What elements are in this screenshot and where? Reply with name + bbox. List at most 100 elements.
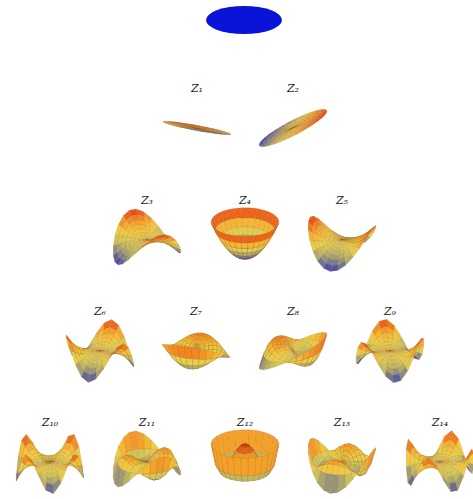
surface-patch bbox=[192, 348, 200, 360]
surface-patch bbox=[335, 251, 340, 255]
surface-patch bbox=[104, 349, 109, 350]
surface-patch bbox=[193, 125, 200, 127]
surface-patch bbox=[289, 134, 297, 139]
zernike-surface bbox=[259, 109, 327, 146]
surface-patch bbox=[341, 240, 343, 242]
surface-patch bbox=[108, 351, 112, 352]
surface-patch bbox=[346, 238, 351, 239]
surface-patch bbox=[92, 350, 96, 351]
surface-patch bbox=[199, 349, 207, 359]
surface-patch bbox=[338, 240, 342, 241]
surface-patch bbox=[285, 123, 291, 126]
surface-patch bbox=[199, 359, 206, 365]
surface-patch bbox=[139, 238, 143, 240]
surface-patch bbox=[185, 123, 193, 125]
surface-patch bbox=[116, 344, 124, 351]
surface-patch bbox=[143, 240, 147, 241]
surface-patch bbox=[108, 352, 113, 353]
surface-patch bbox=[135, 246, 143, 253]
surface-patch bbox=[275, 363, 283, 368]
surface-patch bbox=[87, 349, 92, 350]
surface-patch bbox=[383, 349, 387, 351]
surface-patch bbox=[338, 239, 342, 240]
surface-patch bbox=[99, 351, 101, 353]
surface-patch bbox=[108, 350, 113, 351]
surface-patch bbox=[103, 348, 107, 350]
zernike-surface bbox=[113, 209, 181, 265]
surface-patch bbox=[269, 142, 277, 146]
surface-patch bbox=[338, 261, 346, 270]
surface-patch bbox=[308, 230, 314, 241]
surface-patch bbox=[143, 239, 147, 241]
surface-patch bbox=[123, 257, 131, 265]
surface-patch bbox=[309, 122, 317, 126]
surface-patch bbox=[241, 243, 248, 249]
surface-patch bbox=[367, 227, 374, 235]
surface-patch bbox=[394, 350, 398, 352]
zernike-surface bbox=[259, 332, 327, 369]
surface-patch bbox=[196, 127, 198, 128]
surface-patch bbox=[318, 115, 325, 120]
surface-patch bbox=[398, 350, 402, 352]
surface-patch bbox=[100, 350, 104, 351]
surface-patch bbox=[204, 346, 208, 350]
surface-patch bbox=[378, 349, 383, 350]
surface-patch bbox=[104, 350, 108, 352]
surface-patch bbox=[394, 350, 399, 352]
surface-patch bbox=[193, 125, 201, 127]
surface-patch bbox=[394, 349, 399, 350]
surface-patch bbox=[242, 218, 249, 227]
surface-patch bbox=[330, 265, 338, 272]
surface-patch bbox=[386, 350, 390, 351]
surface-patch bbox=[389, 351, 391, 353]
surface-patch bbox=[390, 350, 394, 351]
surface-patch bbox=[242, 248, 248, 252]
surface-patch bbox=[346, 239, 350, 240]
surface-patch bbox=[382, 349, 386, 350]
surface-patch bbox=[200, 126, 208, 128]
surface-patch bbox=[140, 237, 144, 239]
surface-patch bbox=[92, 350, 96, 352]
surface-patch bbox=[281, 361, 289, 364]
surface-patch bbox=[235, 242, 242, 248]
surface-patch bbox=[206, 128, 214, 130]
surface-patch bbox=[390, 350, 394, 351]
surface-patch bbox=[92, 339, 98, 345]
surface-patch bbox=[341, 240, 343, 242]
surface-patch bbox=[334, 238, 338, 240]
surface-patch bbox=[248, 236, 256, 243]
surface-patch bbox=[346, 239, 351, 240]
surface-patch bbox=[184, 346, 192, 358]
surface-patch bbox=[363, 232, 371, 241]
surface-patch bbox=[248, 242, 255, 248]
surface-patch bbox=[192, 359, 199, 366]
surface-patch bbox=[143, 240, 151, 246]
surface-patch bbox=[333, 255, 339, 260]
surface-patch bbox=[243, 227, 249, 235]
surface-patch bbox=[296, 353, 304, 361]
zernike-surface bbox=[308, 216, 376, 271]
zernike-surface bbox=[163, 121, 231, 134]
surface-patch bbox=[88, 373, 96, 383]
surface-patch bbox=[247, 253, 251, 256]
surface-patch bbox=[241, 236, 249, 243]
surface-patch bbox=[71, 351, 79, 365]
surface-patch bbox=[109, 347, 117, 358]
surface-patch bbox=[103, 357, 111, 370]
surface-patch bbox=[415, 338, 422, 349]
surface-patch bbox=[389, 353, 391, 355]
surface-patch bbox=[104, 350, 109, 352]
surface-patch bbox=[68, 339, 75, 352]
surface-patch bbox=[310, 241, 317, 252]
surface-patch bbox=[345, 255, 353, 266]
surface-patch bbox=[242, 253, 247, 256]
surface-patch bbox=[296, 130, 304, 134]
surface-patch bbox=[382, 350, 386, 352]
surface-patch bbox=[351, 248, 359, 258]
zernike-surface bbox=[66, 320, 134, 383]
surface-patch bbox=[175, 244, 181, 249]
surface-patch bbox=[275, 140, 283, 144]
surface-patch bbox=[358, 239, 366, 248]
